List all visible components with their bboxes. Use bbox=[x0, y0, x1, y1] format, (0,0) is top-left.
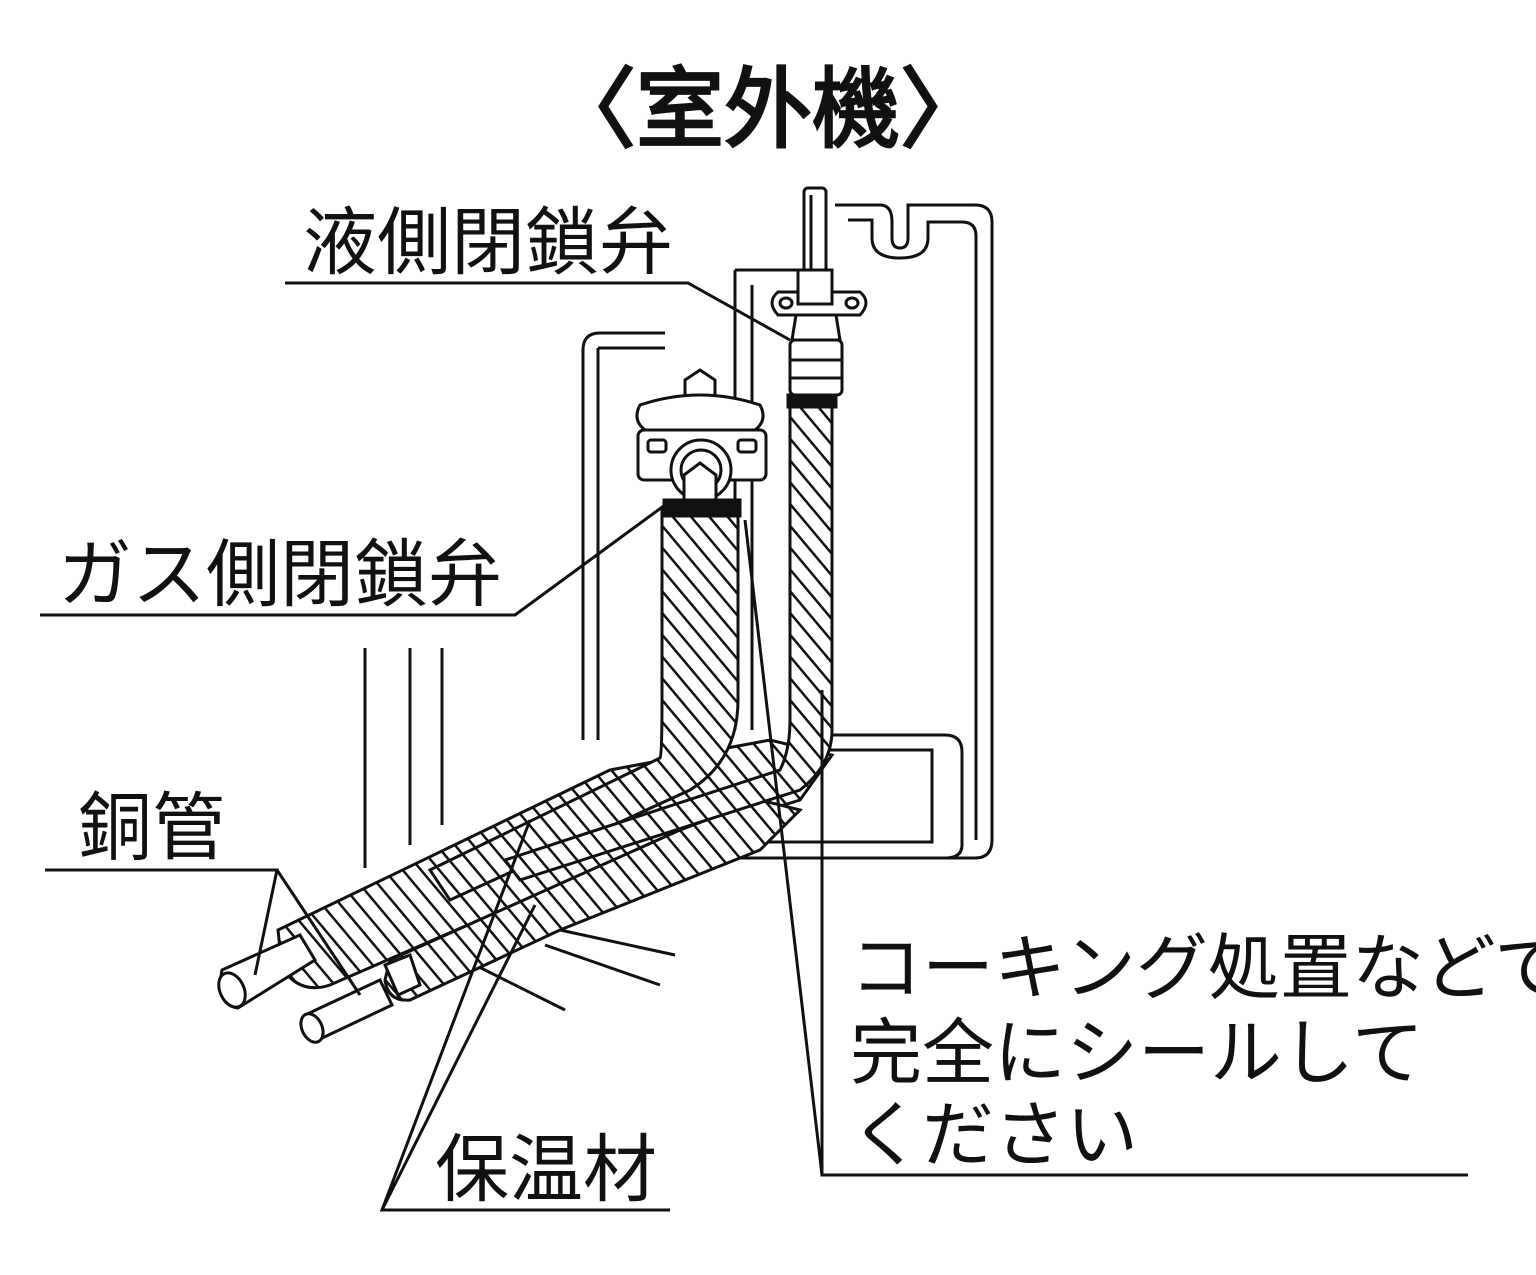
copper-pipe-ends bbox=[217, 933, 422, 1044]
liquid-valve bbox=[770, 186, 868, 409]
insulation-run-upper bbox=[383, 798, 803, 1002]
leader-copper-pipe bbox=[45, 868, 362, 996]
unit-housing bbox=[581, 203, 994, 860]
note-line-1: コーキング処置などで bbox=[850, 926, 1536, 1010]
note-line-2: 完全にシールして bbox=[850, 1011, 1424, 1095]
label-insulation: 保温材 bbox=[435, 1127, 657, 1213]
leader-insulation bbox=[379, 819, 670, 1212]
liquid-insulation bbox=[502, 403, 834, 882]
label-liquid-valve: 液側閉鎖弁 bbox=[303, 200, 673, 286]
diagram-title: 〈室外機〉 bbox=[548, 58, 988, 161]
seal-note: コーキング処置などで 完全にシールして ください bbox=[850, 926, 1536, 1177]
leader-gas-valve bbox=[40, 503, 666, 617]
gas-valve bbox=[635, 368, 768, 518]
wall-lines bbox=[363, 648, 676, 1012]
leader-seal bbox=[743, 519, 1468, 1177]
leader-lines bbox=[40, 281, 1468, 1212]
note-line-3: ください bbox=[850, 1093, 1138, 1177]
label-copper-pipe: 銅管 bbox=[78, 785, 226, 871]
label-gas-valve: ガス側閉鎖弁 bbox=[58, 532, 502, 618]
insulated-pipes bbox=[276, 403, 835, 1002]
gas-insulation bbox=[427, 508, 740, 902]
leader-liquid-valve bbox=[285, 281, 791, 342]
